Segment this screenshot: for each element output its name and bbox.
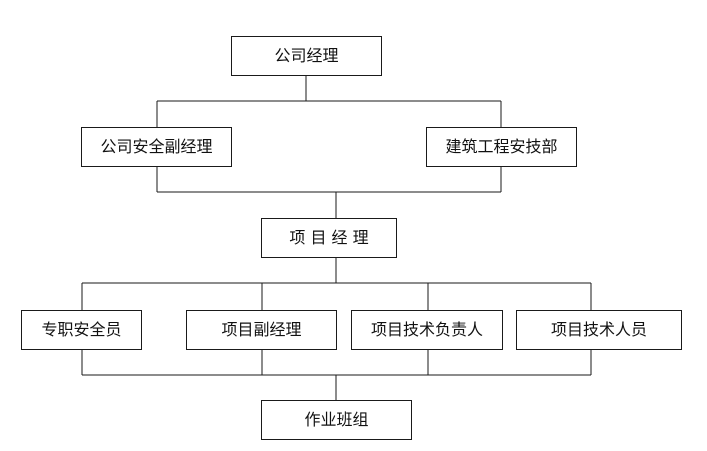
- node-company-manager: 公司经理: [231, 36, 382, 76]
- node-project-manager: 项 目 经 理: [261, 218, 397, 258]
- node-project-technical-staff: 项目技术人员: [516, 310, 682, 350]
- node-project-deputy-manager: 项目副经理: [186, 310, 337, 350]
- node-company-safety-deputy-manager: 公司安全副经理: [81, 127, 232, 167]
- node-construction-safety-dept-label: 建筑工程安技部: [445, 137, 558, 156]
- node-project-manager-label: 项 目 经 理: [289, 228, 369, 247]
- node-project-deputy-manager-label: 项目副经理: [221, 320, 302, 339]
- node-project-technical-lead: 项目技术负责人: [351, 310, 503, 350]
- node-project-technical-staff-label: 项目技术人员: [550, 320, 647, 339]
- node-work-team: 作业班组: [261, 400, 412, 440]
- node-company-manager-label: 公司经理: [274, 46, 339, 65]
- node-construction-safety-dept: 建筑工程安技部: [426, 127, 577, 167]
- node-project-technical-lead-label: 项目技术负责人: [370, 320, 483, 339]
- node-company-safety-deputy-manager-label: 公司安全副经理: [100, 137, 213, 156]
- node-full-time-safety-officer: 专职安全员: [21, 310, 142, 350]
- node-work-team-label: 作业班组: [304, 410, 369, 429]
- node-full-time-safety-officer-label: 专职安全员: [41, 320, 122, 339]
